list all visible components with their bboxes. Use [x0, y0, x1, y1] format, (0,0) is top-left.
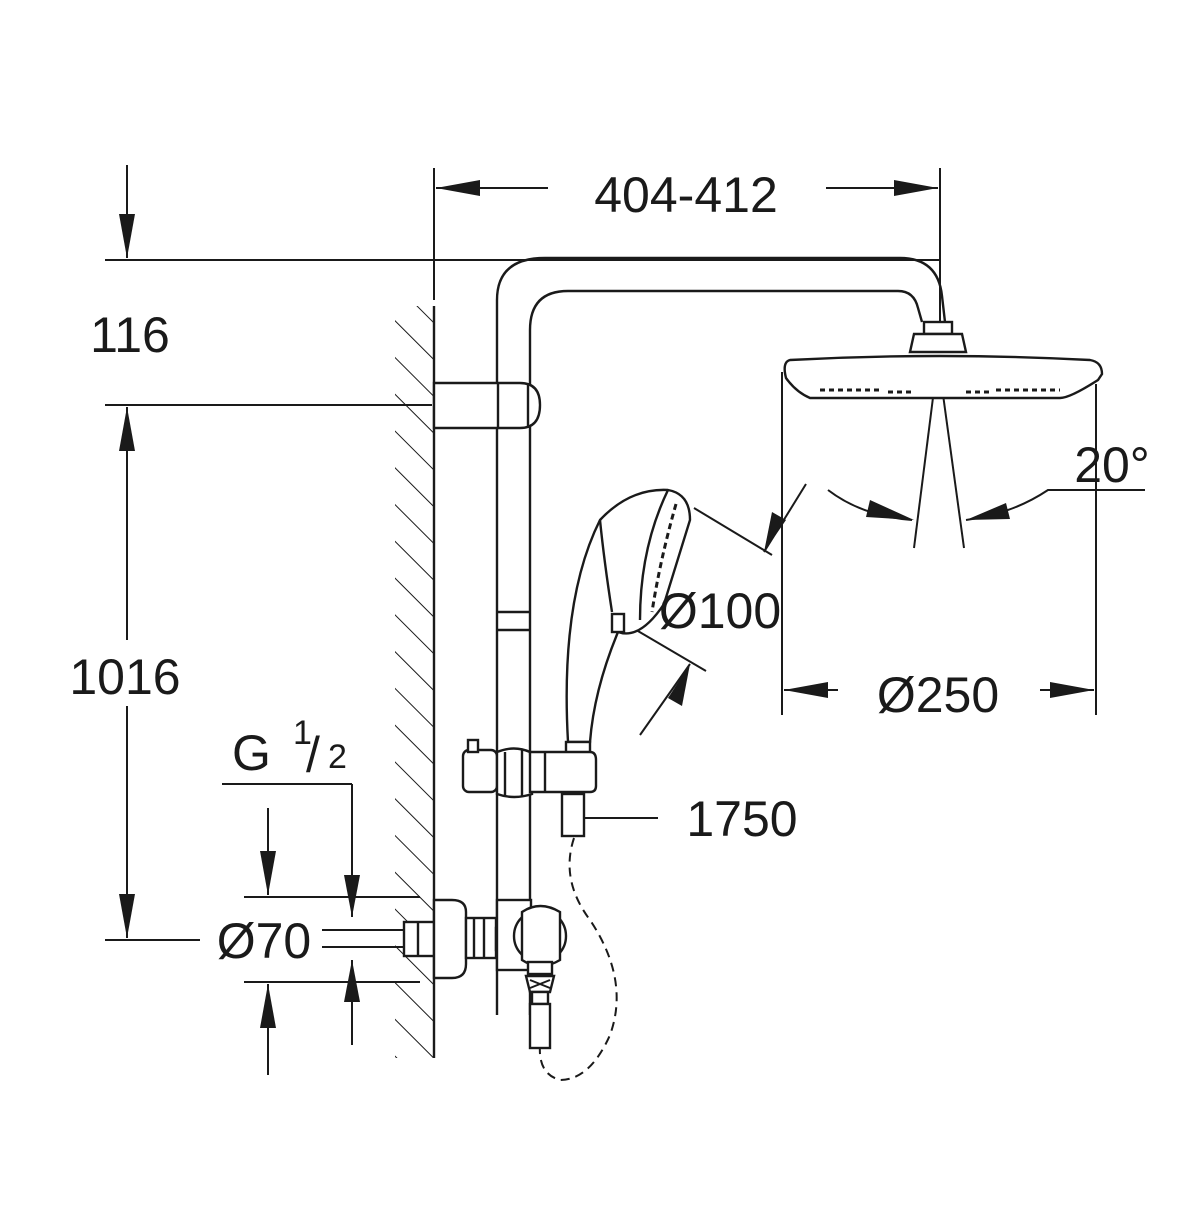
- flange-diameter-label: Ø70: [217, 913, 312, 969]
- rail-slider: [461, 738, 598, 838]
- rail-height-label: 1016: [69, 649, 180, 705]
- thread-label-g: G: [232, 725, 271, 781]
- flange-diameter-dimension: [244, 808, 420, 1075]
- tilt-angle-label: 20°: [1074, 437, 1150, 493]
- arm-height-label: 116: [90, 307, 170, 363]
- shower-pipe: [495, 256, 947, 1015]
- arm-length-label: 404-412: [594, 167, 778, 223]
- shower-hose: [538, 837, 618, 1082]
- head-diameter-dimension: [784, 682, 1094, 698]
- thread-label-denominator: 2: [328, 738, 347, 776]
- thread-label-numerator: 1: [293, 714, 312, 752]
- rail-height-dimension: [119, 706, 135, 938]
- dimension-labels: 404-412 116 1016 G 1 / 2 Ø70 Ø100 Ø250 1…: [69, 167, 1149, 969]
- hand-diameter-dimension: [625, 483, 807, 736]
- thread-label-slash: /: [306, 727, 320, 783]
- wall-bracket: [432, 381, 542, 430]
- head-diameter-label: Ø250: [877, 667, 999, 723]
- hose-length-label: 1750: [686, 791, 797, 847]
- arm-height-dimension: [119, 165, 135, 640]
- thread-dimension: [222, 783, 432, 1045]
- hand-shower: [564, 488, 692, 756]
- head-shower: [783, 320, 1104, 400]
- diverter-valve: [495, 898, 568, 1050]
- arm-length-dimension: [436, 180, 938, 196]
- hand-diameter-label: Ø100: [659, 583, 781, 639]
